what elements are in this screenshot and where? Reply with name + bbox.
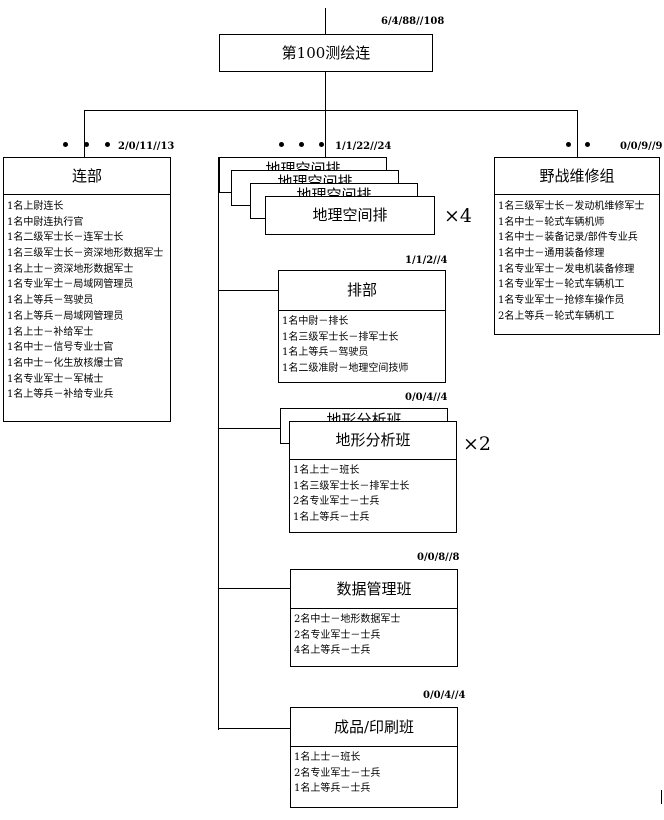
roster-line: 1名中士－轮式车辆机师 (498, 216, 605, 228)
terrain-analysis-title: 地形分析班 (290, 422, 456, 460)
roster-line: 2名上等兵－轮式车辆机工 (498, 310, 615, 322)
roster-line: 1名专业军士－抢修车操作员 (498, 295, 625, 307)
platoon-strength-code: 1/1/22//24 (335, 141, 392, 152)
print-team-roster: 1名上士－班长 2名专业军士－士兵 1名上等兵－士兵 (291, 747, 457, 797)
roster-line: 1名中士－通用装备修理 (498, 248, 605, 260)
hq-strength-code: 6/4/88//108 (381, 16, 445, 27)
roster-line: 1名专业军士－轮式车辆机工 (498, 279, 625, 291)
company-hq-strength-code: 2/0/11//13 (118, 141, 175, 152)
spine-branch-platoon-hq (218, 290, 278, 291)
data-management-box: 数据管理班 2名中士－地形数据军士 2名专业军士－士兵 4名上等兵－士兵 (290, 569, 458, 667)
roster-line: 1名专业军士－军械士 (7, 373, 104, 385)
roster-line: 1名上士－补给军士 (7, 326, 94, 338)
roster-line: 2名专业军士－士兵 (294, 629, 381, 641)
platoon-title: 地理空间排 (312, 206, 388, 224)
ellipsis-dot (84, 142, 89, 147)
center-branch-drop-line (325, 110, 326, 157)
roster-line: 1名三级军士长－资深地形数据军士 (7, 248, 164, 260)
roster-line: 1名中士－装备记录/部件专业兵 (498, 232, 638, 244)
ellipsis-dot (566, 142, 571, 147)
roster-line: 1名二级军士长－连军士长 (7, 232, 124, 244)
roster-line: 1名上尉连长 (7, 201, 64, 212)
company-hq-title: 连部 (4, 158, 170, 195)
roster-line: 1名专业军士－局域网管理员 (7, 279, 134, 291)
roster-line: 2名中士－地形数据军士 (294, 614, 401, 625)
terrain-analysis-roster: 1名上士－班长 1名三级军士长－排军士长 2名专业军士－士兵 1名上等兵－士兵 (290, 460, 456, 526)
spine-branch-data (218, 588, 290, 589)
field-maintenance-box: 野战维修组 1名三级军士长－发动机维修军士 1名中士－轮式车辆机师 1名中士－装备记… (494, 157, 660, 335)
roster-line: 1名上等兵－补给专业兵 (7, 389, 114, 401)
spine-branch-terrain (218, 428, 280, 429)
roster-line: 1名三级军士长－发动机维修军士 (498, 201, 645, 212)
field-maintenance-title: 野战维修组 (495, 158, 659, 195)
roster-line: 4名上等兵－士兵 (294, 645, 371, 657)
right-branch-drop-line (577, 110, 578, 157)
data-management-title: 数据管理班 (291, 570, 457, 609)
roster-line: 1名上等兵－士兵 (293, 512, 370, 524)
platoon-title-box: 地理空间排 (265, 196, 435, 235)
roster-line: 1名专业军士－发电机装备修理 (498, 263, 635, 275)
ellipsis-dot (319, 142, 324, 147)
data-management-strength-code: 0/0/8//8 (417, 552, 460, 563)
roster-line: 2名专业军士－士兵 (294, 767, 381, 779)
ellipsis-dot (105, 142, 110, 147)
terrain-analysis-multiplier: ×2 (463, 433, 492, 455)
top-connector-line (325, 8, 326, 34)
ellipsis-dot (279, 142, 284, 147)
company-hq-title-box: 第100测绘连 (219, 34, 433, 72)
ellipsis-dot (299, 142, 304, 147)
roster-line: 1名上士－资深地形数据军士 (7, 263, 134, 275)
company-hq-roster: 1名上尉连长 1名中尉连执行官 1名二级军士长－连军士长 1名三级军士长－资深地形数据… (4, 195, 170, 403)
left-branch-drop-line (84, 110, 85, 157)
print-team-title: 成品/印刷班 (291, 708, 457, 747)
print-team-strength-code: 0/0/4//4 (423, 690, 466, 701)
platoon-hq-box: 排部 1名中尉－排长 1名三级军士长－排军士长 1名上等兵－驾驶员 1名二级准尉－地理… (278, 270, 446, 383)
company-name: 第100测绘连 (281, 44, 371, 62)
roster-line: 2名专业军士－士兵 (293, 496, 380, 508)
roster-line: 1名上等兵－士兵 (294, 783, 371, 795)
roster-line: 1名上士－班长 (294, 752, 361, 763)
roster-line: 1名中尉连执行官 (7, 216, 84, 228)
platoon-spine-line (218, 157, 219, 730)
terrain-analysis-box: 地形分析班 1名上士－班长 1名三级军士长－排军士长 2名专业军士－士兵 1名上等兵－… (289, 421, 457, 533)
field-maintenance-roster: 1名三级军士长－发动机维修军士 1名中士－轮式车辆机师 1名中士－装备记录/部件专业… (495, 195, 659, 325)
roster-line: 1名三级军士长－排军士长 (293, 480, 410, 492)
platoon-hq-strength-code: 1/1/2//4 (405, 255, 448, 266)
roster-line: 1名上等兵－驾驶员 (282, 347, 369, 359)
horizontal-branch-line (84, 110, 578, 111)
roster-line: 1名二级准尉－地理空间技师 (282, 363, 409, 375)
page-edge-mark (661, 790, 662, 804)
platoon-hq-title: 排部 (279, 271, 445, 311)
hq-down-line (325, 72, 326, 110)
roster-line: 1名三级军士长－排军士长 (282, 331, 399, 343)
terrain-analysis-strength-code: 0/0/4//4 (405, 392, 448, 403)
platoon-hq-roster: 1名中尉－排长 1名三级军士长－排军士长 1名上等兵－驾驶员 1名二级准尉－地理空间技… (279, 311, 445, 377)
ellipsis-dot (63, 142, 68, 147)
roster-line: 1名中尉－排长 (282, 316, 349, 327)
spine-branch-print (218, 728, 290, 729)
roster-line: 1名上等兵－驾驶员 (7, 295, 94, 307)
print-team-box: 成品/印刷班 1名上士－班长 2名专业军士－士兵 1名上等兵－士兵 (290, 707, 458, 808)
roster-line: 1名中士－信号专业士官 (7, 342, 114, 354)
roster-line: 1名中士－化生放核爆士官 (7, 357, 124, 369)
platoon-multiplier: ×4 (444, 205, 473, 227)
data-management-roster: 2名中士－地形数据军士 2名专业军士－士兵 4名上等兵－士兵 (291, 609, 457, 659)
roster-line: 1名上士－班长 (293, 465, 360, 476)
ellipsis-dot (585, 142, 590, 147)
field-maintenance-strength-code: 0/0/9//9 (620, 141, 663, 152)
roster-line: 1名上等兵－局域网管理员 (7, 310, 124, 322)
company-hq-box: 连部 1名上尉连长 1名中尉连执行官 1名二级军士长－连军士长 1名三级军士长－资深地… (3, 157, 171, 422)
